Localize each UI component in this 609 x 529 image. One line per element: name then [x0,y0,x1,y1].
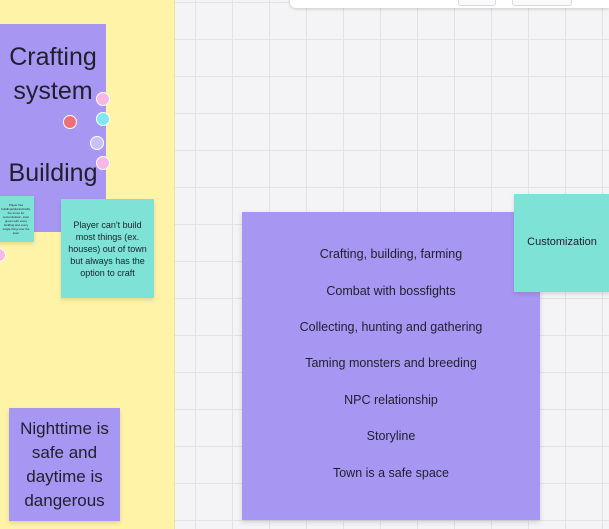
list-item: NPC relationship [344,392,438,407]
list-item: Crafting, building, farming [319,247,463,262]
note-text-line: Crafting [9,43,97,71]
sticky-note-player-build[interactable]: Player can't build most things (ex. hous… [61,199,154,298]
list-item: Taming monsters and breeding [305,356,477,371]
list-item: Storyline [366,429,416,444]
list-item: Combat with bossfights [326,283,456,298]
top-toolbar [290,0,609,8]
note-text: Player can't build most things (ex. hous… [68,219,147,278]
toolbar-button[interactable] [458,0,496,6]
list-item: Town is a safe space [332,465,450,480]
sticky-note-small[interactable]: Player has buildings/plants/crafts, the … [0,196,34,242]
note-text: Player has buildings/plants/crafts, the … [1,203,31,235]
connector-dot-icon[interactable] [96,92,110,106]
list-item: Collecting, hunting and gathering [299,319,483,334]
sticky-note-customization[interactable]: Customization [514,194,609,292]
note-text: Customization [527,236,597,248]
connector-dot-icon[interactable] [90,136,104,150]
connector-dot-icon[interactable] [96,156,110,170]
feature-list: Crafting, building, farming Combat with … [242,236,540,491]
connector-dot-icon[interactable] [63,115,77,129]
connector-dot-icon[interactable] [96,112,110,126]
note-text: Building [8,158,98,187]
toolbar-button[interactable] [512,0,572,6]
sticky-note-feature-list[interactable]: Crafting, building, farming Combat with … [242,212,540,520]
note-text: Nighttime is safe and daytime is dangero… [20,418,109,510]
sticky-note-crafting-system[interactable]: Crafting system [0,24,106,124]
sticky-note-nighttime[interactable]: Nighttime is safe and daytime is dangero… [9,408,120,521]
note-text-line: system [13,77,93,105]
